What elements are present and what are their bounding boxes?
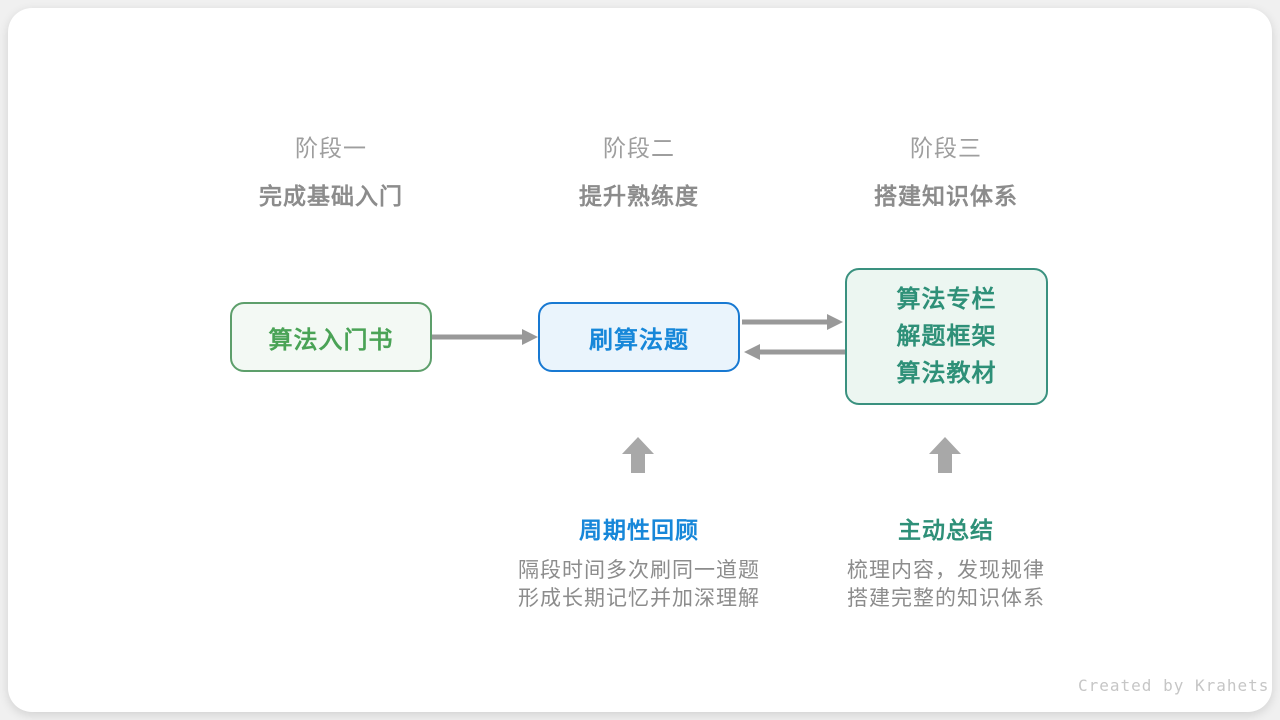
arrow-up-icon: [929, 437, 961, 473]
stage-2-subtitle: 提升熟练度: [579, 183, 699, 209]
node-knowledge-line-1: 算法专栏: [896, 286, 997, 313]
node-intro-book-label: 算法入门书: [268, 326, 394, 354]
node-knowledge-line-2: 解题框架: [896, 323, 997, 350]
node-knowledge-line-3: 算法教材: [896, 360, 997, 387]
annotation-active-summary-title: 主动总结: [898, 517, 994, 543]
annotation-periodic-review-title: 周期性回顾: [579, 517, 699, 543]
node-intro-book: 算法入门书: [230, 302, 432, 372]
stage-1-subtitle: 完成基础入门: [259, 183, 403, 209]
stage-2-label: 阶段二: [603, 135, 675, 161]
annotation-active-summary-desc: 梳理内容，发现规律 搭建完整的知识体系: [776, 557, 1116, 613]
stage-3-subtitle: 搭建知识体系: [874, 183, 1018, 209]
arrow-right-icon: [742, 314, 843, 330]
credit-text: Created by Krahets: [1078, 676, 1270, 695]
node-knowledge-sources: 算法专栏 解题框架 算法教材: [845, 268, 1048, 405]
annotation-periodic-review-desc: 隔段时间多次刷同一道题 形成长期记忆并加深理解: [469, 557, 809, 613]
annotation-periodic-review-desc-line-1: 隔段时间多次刷同一道题: [518, 559, 760, 582]
arrow-right-icon: [432, 329, 538, 345]
node-practice-problems-label: 刷算法题: [589, 326, 689, 354]
stage-1-label: 阶段一: [295, 135, 367, 161]
annotation-active-summary-desc-line-1: 梳理内容，发现规律: [847, 559, 1045, 582]
stage-3-label: 阶段三: [910, 135, 982, 161]
annotation-active-summary-desc-line-2: 搭建完整的知识体系: [847, 587, 1045, 610]
node-practice-problems: 刷算法题: [538, 302, 740, 372]
annotation-periodic-review-desc-line-2: 形成长期记忆并加深理解: [518, 587, 760, 610]
arrow-left-icon: [744, 344, 845, 360]
arrow-up-icon: [622, 437, 654, 473]
